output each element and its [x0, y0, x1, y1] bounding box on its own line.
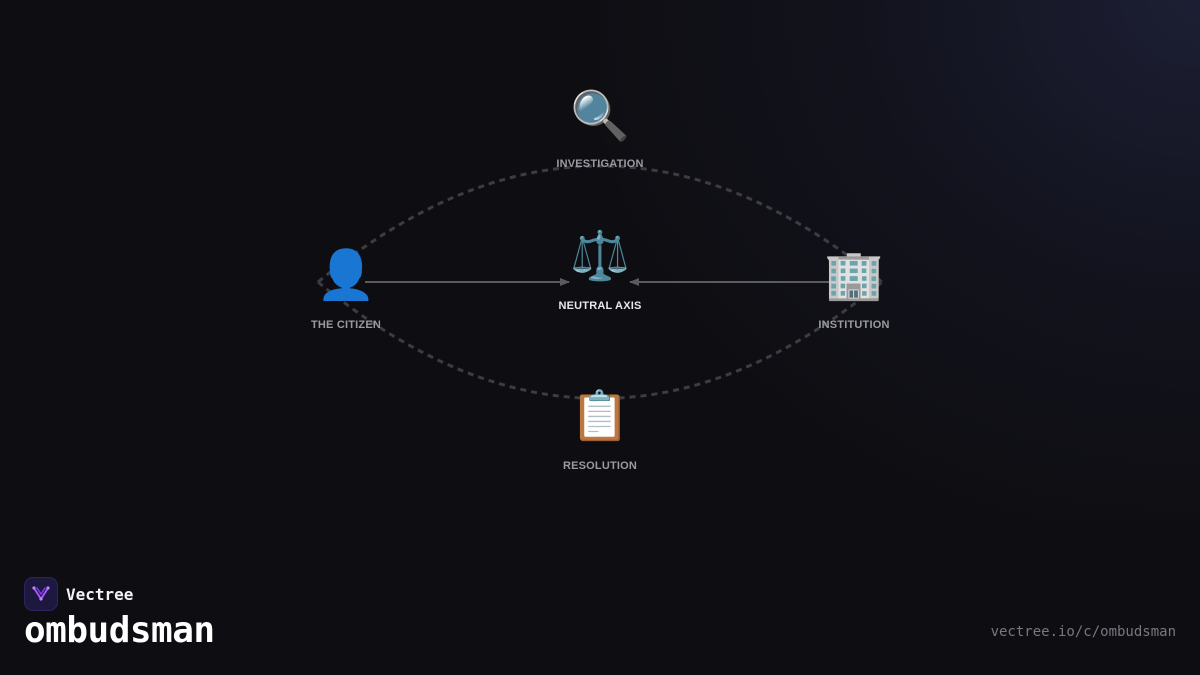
page-url-link[interactable]: vectree.io/c/ombudsman — [990, 624, 1176, 640]
person-icon: 👤 — [316, 247, 376, 303]
node-resolution: 📋 RESOLUTION — [563, 388, 637, 472]
brand-name: Vectree — [66, 584, 134, 604]
node-label-investigation: INVESTIGATION — [556, 158, 644, 170]
node-label-the-citizen: THE CITIZEN — [310, 319, 382, 331]
node-the-citizen: 👤 THE CITIZEN — [311, 247, 381, 331]
node-label-neutral-axis: NEUTRAL AXIS — [558, 300, 642, 312]
balance-scale-icon: ⚖️ — [570, 228, 630, 284]
node-investigation: 🔍 INVESTIGATION — [556, 88, 643, 170]
office-building-icon: 🏢 — [824, 247, 884, 303]
dashed-loop-top — [317, 164, 883, 284]
node-label-resolution: RESOLUTION — [562, 460, 638, 472]
brand-header: Vectree — [24, 577, 133, 611]
magnifying-glass-icon: 🔍 — [570, 88, 630, 144]
vectree-logo-icon — [24, 577, 58, 611]
topic-title: ombudsman — [24, 610, 215, 651]
node-label-institution: INSTITUTION — [818, 319, 890, 331]
clipboard-icon: 📋 — [570, 388, 630, 444]
node-neutral-axis: ⚖️ NEUTRAL AXIS — [558, 228, 641, 312]
dashed-loop-bottom — [317, 280, 883, 400]
node-institution: 🏢 INSTITUTION — [818, 247, 889, 331]
